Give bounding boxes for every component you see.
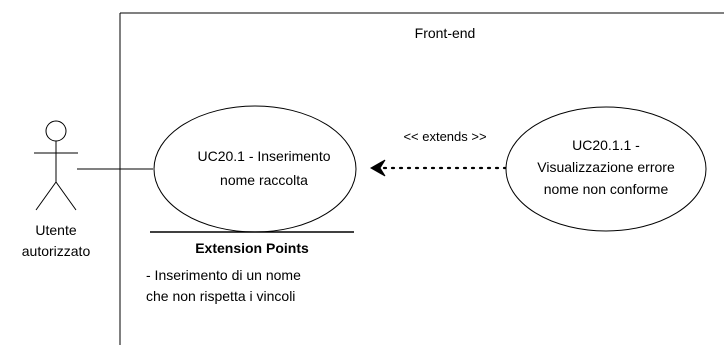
use-case-main: UC20.1 - Inserimento nome raccolta — [153, 105, 357, 233]
actor-head — [45, 120, 67, 142]
system-boundary: Front-end — [119, 12, 724, 345]
extends-relationship: << extends >> — [369, 129, 508, 177]
extension-points-line1: - Inserimento di un nome — [146, 267, 301, 283]
use-case-extension-line2: Visualizzazione errore — [537, 159, 675, 175]
system-title: Front-end — [415, 25, 476, 41]
extension-points-line2: che non rispetta i vincoli — [146, 288, 295, 304]
extends-arrowhead-icon — [369, 159, 386, 177]
use-case-extension-line3: nome non conforme — [544, 181, 669, 197]
use-case-extension: UC20.1.1 - Visualizzazione errore nome n… — [505, 106, 707, 232]
actor-right-leg — [55, 181, 77, 211]
use-case-extension-ellipse — [505, 106, 707, 232]
use-case-main-line2: nome raccolta — [220, 172, 308, 188]
extension-points-title: Extension Points — [195, 240, 309, 256]
extends-label: << extends >> — [403, 129, 486, 144]
actor-stick-figure — [34, 120, 78, 211]
use-case-extension-line1: UC20.1.1 - — [572, 137, 640, 153]
extension-points: Extension Points - Inserimento di un nom… — [146, 231, 354, 304]
actor-left-leg — [35, 181, 57, 211]
actor-label-line1: Utente — [35, 222, 76, 238]
actor-label-line2: autorizzato — [22, 243, 91, 259]
use-case-main-ellipse — [153, 105, 357, 233]
use-case-main-line1: UC20.1 - Inserimento — [197, 148, 330, 164]
